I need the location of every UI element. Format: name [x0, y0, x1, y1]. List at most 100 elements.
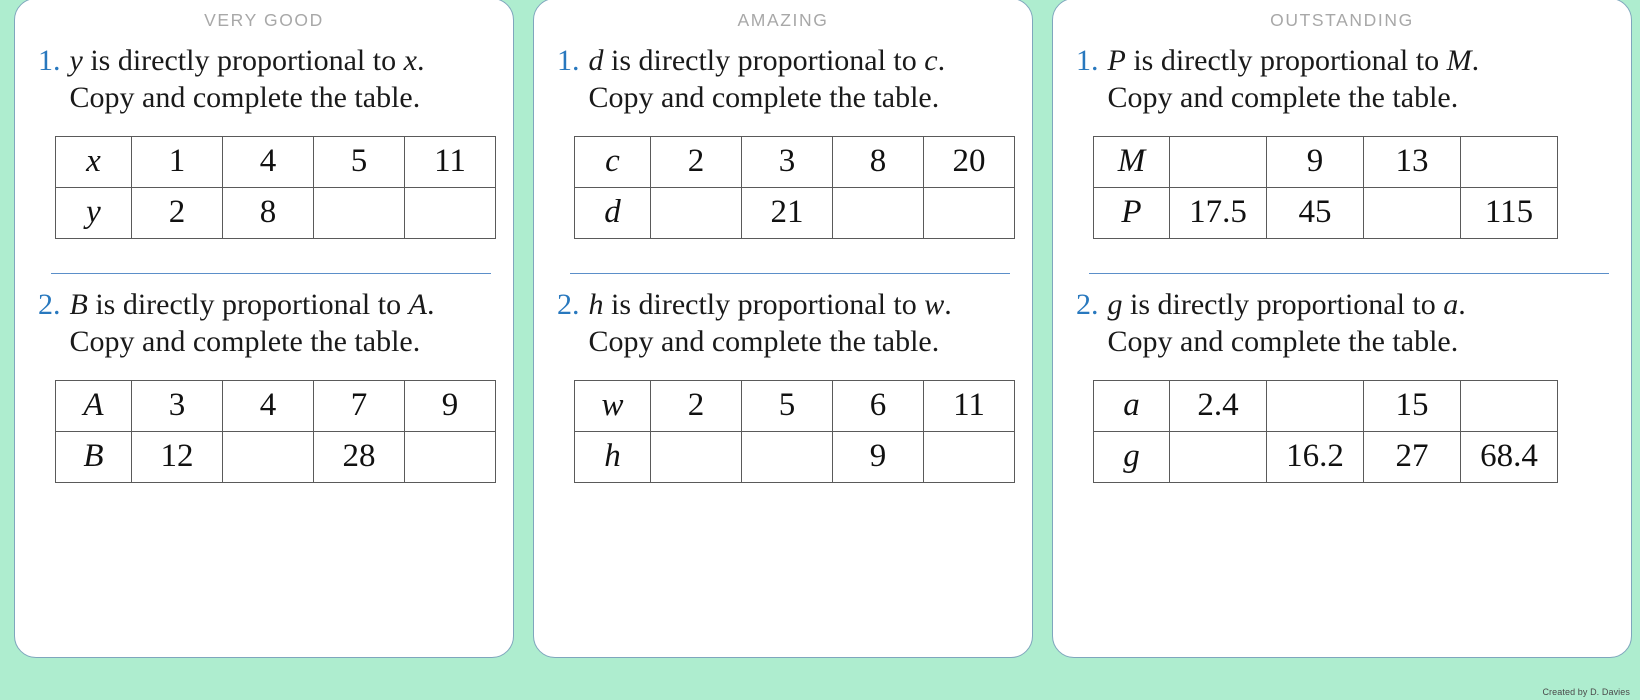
credit-text: Created by D. Davies: [1542, 687, 1630, 697]
card-header-label: OUTSTANDING: [1270, 10, 1414, 30]
table-cell-blank[interactable]: [1266, 379, 1364, 432]
question-text: y is directly proportional to x. Copy an…: [70, 42, 425, 116]
question-phrase: is directly proportional to: [1122, 287, 1444, 321]
table-cell[interactable]: 13: [1363, 135, 1461, 188]
variable-symbol: w: [924, 287, 945, 321]
table-cell-blank[interactable]: [923, 186, 1015, 239]
table-row: d 21: [574, 186, 1015, 239]
table-cell[interactable]: 7: [313, 379, 405, 432]
table-cell[interactable]: 8: [832, 135, 924, 188]
question-text: B is directly proportional to A. Copy an…: [70, 286, 435, 360]
question-instruction: Copy and complete the table.: [1107, 324, 1459, 358]
question-block: 1. P is directly proportional to M. Copy…: [1067, 30, 1617, 239]
table-cell[interactable]: 115: [1460, 186, 1558, 239]
table-cell[interactable]: 2: [131, 186, 223, 239]
table-cell[interactable]: 8: [222, 186, 314, 239]
table-cell[interactable]: 27: [1363, 430, 1461, 483]
question-instruction: Copy and complete the table.: [1107, 80, 1459, 114]
spacer: [29, 239, 499, 273]
table-row: y 2 8: [55, 186, 496, 239]
row-label: d: [574, 186, 651, 239]
table-cell[interactable]: 4: [222, 135, 314, 188]
table-cell[interactable]: 2.4: [1169, 379, 1267, 432]
question-number: 1.: [1076, 43, 1099, 77]
table-cell-blank[interactable]: [1460, 379, 1558, 432]
question-number: 1.: [38, 43, 61, 77]
table-row: A 3 4 7 9: [55, 379, 496, 432]
row-label: P: [1093, 186, 1170, 239]
table-cell[interactable]: 16.2: [1266, 430, 1364, 483]
row-label: A: [55, 379, 132, 432]
question-phrase: is directly proportional to: [603, 43, 925, 77]
table-cell[interactable]: 9: [832, 430, 924, 483]
table-cell-blank[interactable]: [404, 430, 496, 483]
proportion-table: A 3 4 7 9 B 12 28: [55, 379, 496, 483]
table-cell-blank[interactable]: [832, 186, 924, 239]
table-cell-blank[interactable]: [650, 430, 742, 483]
spacer: [1067, 239, 1617, 273]
table-cell-blank[interactable]: [650, 186, 742, 239]
table-cell[interactable]: 5: [313, 135, 405, 188]
variable-symbol: B: [69, 287, 88, 321]
table-cell[interactable]: 9: [404, 379, 496, 432]
card-header-label: AMAZING: [737, 10, 829, 30]
task-card-amazing: AMAZING 1. d is directly proportional to…: [533, 0, 1033, 658]
task-card-outstanding: OUTSTANDING 1. P is directly proportiona…: [1052, 0, 1632, 658]
table-cell[interactable]: 2: [650, 379, 742, 432]
question-period: .: [944, 287, 952, 321]
table-cell-blank[interactable]: [1169, 430, 1267, 483]
table-row: h 9: [574, 430, 1015, 483]
variable-symbol: g: [1107, 287, 1123, 321]
question-text: d is directly proportional to c. Copy an…: [589, 42, 946, 116]
table-cell-blank[interactable]: [1460, 135, 1558, 188]
variable-symbol: P: [1107, 43, 1126, 77]
table-cell[interactable]: 3: [131, 379, 223, 432]
table-cell[interactable]: 45: [1266, 186, 1364, 239]
variable-symbol: A: [408, 287, 427, 321]
question-text: g is directly proportional to a. Copy an…: [1108, 286, 1466, 360]
table-cell[interactable]: 11: [404, 135, 496, 188]
table-cell[interactable]: 5: [741, 379, 833, 432]
question-number: 1.: [557, 43, 580, 77]
table-cell[interactable]: 1: [131, 135, 223, 188]
table-cell-blank[interactable]: [741, 430, 833, 483]
table-row: x 1 4 5 11: [55, 135, 496, 188]
row-label: x: [55, 135, 132, 188]
variable-symbol: c: [924, 43, 938, 77]
table-cell[interactable]: 17.5: [1169, 186, 1267, 239]
table-cell-blank[interactable]: [313, 186, 405, 239]
variable-symbol: M: [1446, 43, 1472, 77]
row-label: h: [574, 430, 651, 483]
question-number: 2.: [1076, 287, 1099, 321]
question-block: 2. g is directly proportional to a. Copy…: [1067, 274, 1617, 483]
question-separator: [570, 272, 1010, 274]
table-row: M 9 13: [1093, 135, 1558, 188]
table-cell-blank[interactable]: [923, 430, 1015, 483]
table-cell-blank[interactable]: [1169, 135, 1267, 188]
table-cell-blank[interactable]: [1363, 186, 1461, 239]
table-cell[interactable]: 2: [650, 135, 742, 188]
table-cell-blank[interactable]: [222, 430, 314, 483]
table-cell[interactable]: 15: [1363, 379, 1461, 432]
question-text: P is directly proportional to M. Copy an…: [1108, 42, 1480, 116]
table-row: g 16.2 27 68.4: [1093, 430, 1558, 483]
table-cell[interactable]: 3: [741, 135, 833, 188]
row-label: g: [1093, 430, 1170, 483]
variable-symbol: h: [588, 287, 604, 321]
table-cell[interactable]: 12: [131, 430, 223, 483]
table-cell[interactable]: 11: [923, 379, 1015, 432]
row-label: c: [574, 135, 651, 188]
question-separator: [51, 272, 491, 274]
table-cell[interactable]: 68.4: [1460, 430, 1558, 483]
table-cell[interactable]: 6: [832, 379, 924, 432]
table-cell[interactable]: 28: [313, 430, 405, 483]
table-cell[interactable]: 21: [741, 186, 833, 239]
table-row: w 2 5 6 11: [574, 379, 1015, 432]
row-label: a: [1093, 379, 1170, 432]
table-cell-blank[interactable]: [404, 186, 496, 239]
table-cell[interactable]: 4: [222, 379, 314, 432]
proportion-table: x 1 4 5 11 y 2 8: [55, 135, 496, 239]
question-separator: [1089, 272, 1609, 274]
table-cell[interactable]: 20: [923, 135, 1015, 188]
table-cell[interactable]: 9: [1266, 135, 1364, 188]
